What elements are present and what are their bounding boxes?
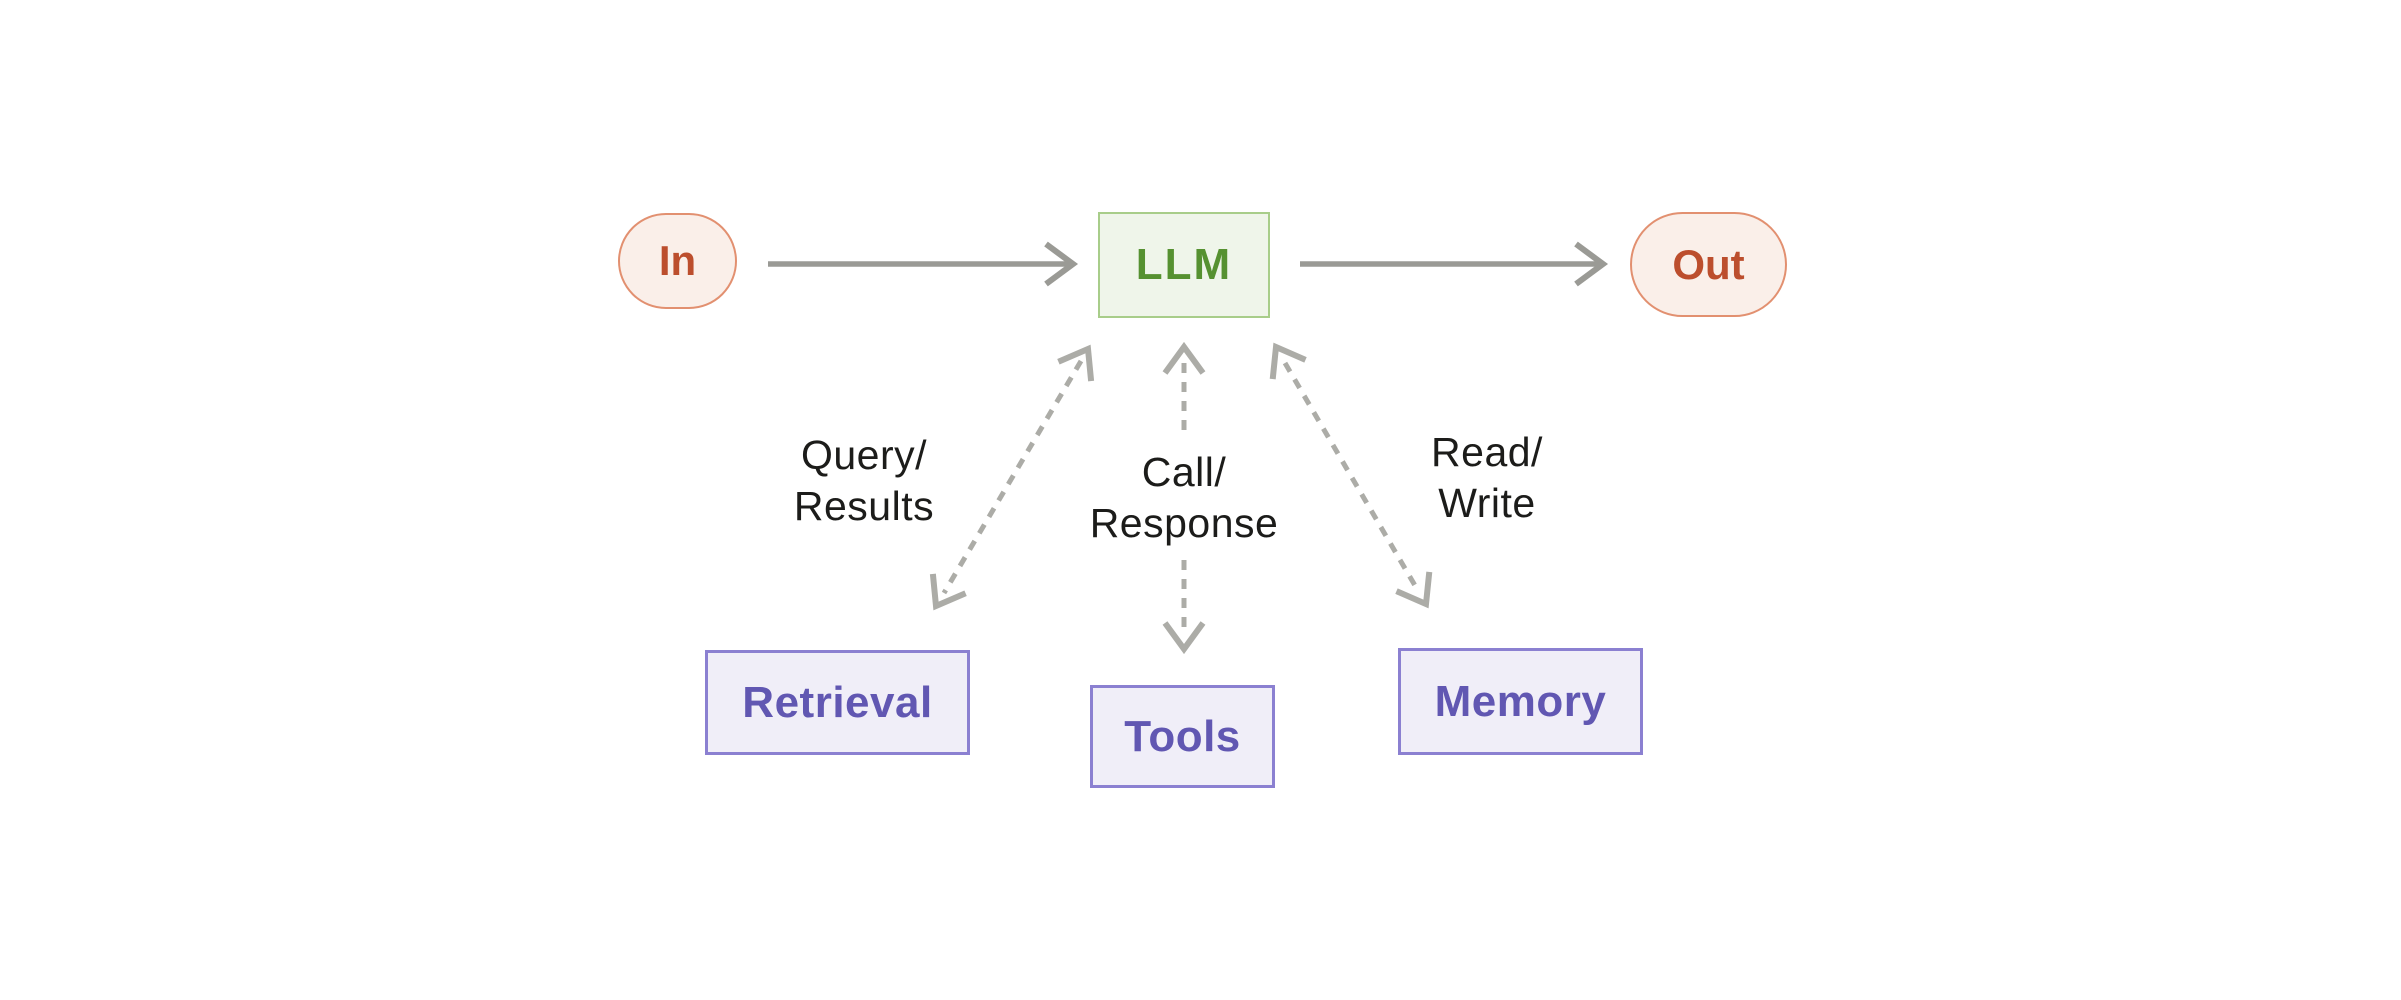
- llm-to-out-arrow: [1300, 241, 1609, 287]
- read-write-edge-label: Read/ Write: [1431, 427, 1543, 529]
- memory-node-label: Memory: [1434, 676, 1607, 726]
- llm-node: LLM: [1098, 212, 1270, 318]
- tools-node: Tools: [1090, 685, 1275, 788]
- edge-label-line: Query/: [800, 432, 928, 478]
- llm-memory-dashed-arrow: [1269, 342, 1433, 609]
- llm-tools-dashed-arrow: [1162, 341, 1206, 655]
- arrowhead-icon: [929, 573, 967, 611]
- input-node-label: In: [658, 237, 697, 284]
- arrowhead-right-icon: [1574, 241, 1609, 287]
- edge-label-line: Response: [1089, 500, 1279, 546]
- arrowhead-icon: [1395, 571, 1433, 609]
- retrieval-node-label: Retrieval: [742, 677, 933, 727]
- tools-node-label: Tools: [1124, 711, 1241, 761]
- llm-retrieval-dashed-arrow: [929, 344, 1095, 611]
- in-to-llm-arrow: [768, 241, 1079, 287]
- arrowhead-icon: [1162, 621, 1206, 655]
- arrowhead-icon: [1162, 341, 1206, 375]
- arrowhead-icon: [1269, 342, 1307, 380]
- arrowhead-right-icon: [1044, 241, 1079, 287]
- memory-node: Memory: [1398, 648, 1643, 755]
- input-node: In: [618, 213, 737, 309]
- output-node: Out: [1630, 212, 1787, 317]
- call-response-edge-label: Call/ Response: [1090, 447, 1279, 549]
- output-node-label: Out: [1672, 240, 1745, 288]
- edge-label-line: Write: [1438, 480, 1536, 526]
- edge-label-line: Call/: [1141, 449, 1227, 495]
- edge-label-line: Read/: [1431, 429, 1543, 475]
- query-results-edge-label: Query/ Results: [794, 430, 934, 532]
- arrowhead-icon: [1057, 344, 1095, 382]
- retrieval-node: Retrieval: [705, 650, 970, 755]
- llm-node-label: LLM: [1135, 240, 1233, 289]
- edge-label-line: Results: [793, 483, 935, 529]
